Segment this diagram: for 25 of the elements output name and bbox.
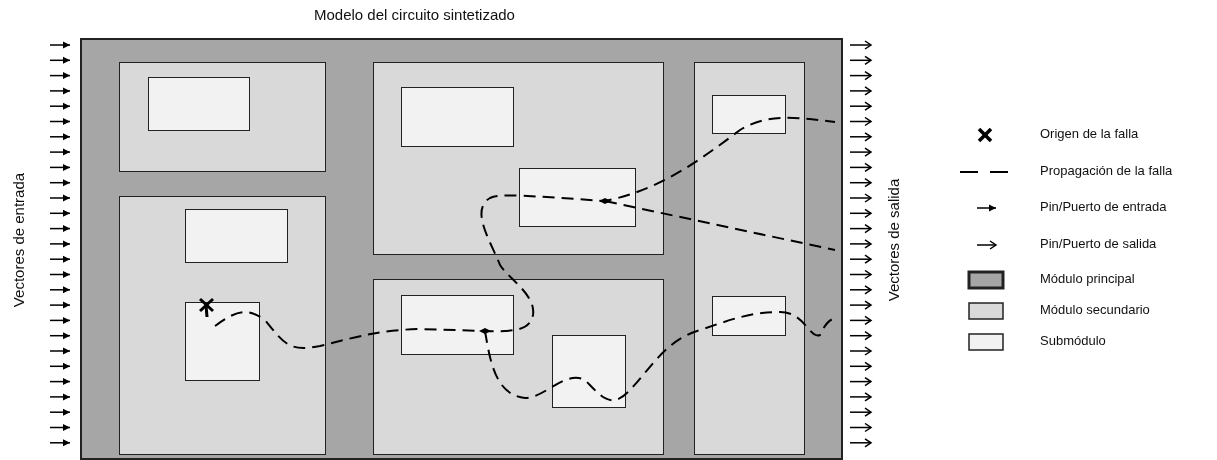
submodule-box (712, 95, 786, 134)
submodule-box (148, 77, 250, 131)
submodule-box (552, 335, 626, 408)
axis-label: Vectores de salida (884, 178, 902, 302)
submodule-box (401, 87, 514, 147)
legend-label: Origen de la falla (1040, 126, 1139, 141)
secondary-module-box (119, 62, 326, 172)
legend-label: Pin/Puerto de entrada (1040, 199, 1167, 214)
axis-label: Vectores de entrada (9, 172, 27, 308)
main-module-box (80, 38, 843, 460)
submodule-box (185, 209, 288, 263)
submodule-box (519, 168, 636, 227)
legend-label: Módulo principal (1040, 271, 1135, 286)
secondary-module-box (119, 196, 326, 455)
legend-label: Submódulo (1040, 333, 1106, 348)
legend-label: Módulo secundario (1040, 302, 1150, 317)
secondary-module-box (373, 279, 664, 455)
secondary-module-box (373, 62, 664, 255)
secondary-module-box (694, 62, 805, 455)
submodule-box (712, 296, 786, 336)
submodule-box (185, 302, 260, 381)
legend-label: Pin/Puerto de salida (1040, 236, 1157, 251)
legend-label: Propagación de la falla (1040, 163, 1173, 178)
diagram-title: Modelo del circuito sintetizado (314, 6, 515, 23)
submodule-box (401, 295, 514, 355)
